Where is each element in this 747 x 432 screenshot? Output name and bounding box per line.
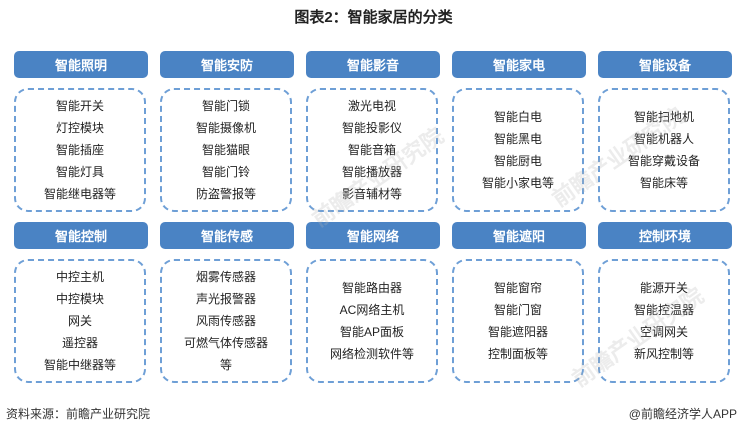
category-item: 空调网关 <box>639 325 688 339</box>
category-item: 烟雾传感器 <box>195 270 256 284</box>
category-item: 等 <box>219 358 232 372</box>
category-items-box: 能源开关智能控温器空调网关新风控制等 <box>598 259 730 383</box>
category-item: 中控模块 <box>55 292 104 306</box>
category-header: 智能影音 <box>306 51 440 78</box>
category-item: 网络检测软件等 <box>329 347 414 361</box>
category-item: AC网络主机 <box>339 303 405 317</box>
category-item: 智能黑电 <box>493 132 542 146</box>
category-7: 智能传感烟雾传感器声光报警器风雨传感器可燃气体传感器等 <box>160 222 294 383</box>
category-items-box: 智能开关灯控模块智能插座智能灯具智能继电器等 <box>14 88 146 212</box>
category-9: 智能遮阳智能窗帘智能门窗智能遮阳器控制面板等 <box>452 222 586 383</box>
category-item: 智能继电器等 <box>43 187 116 201</box>
category-item: 智能小家电等 <box>481 176 554 190</box>
category-item: 风雨传感器 <box>195 314 256 328</box>
source-note: 资料来源：前瞻产业研究院 <box>6 407 151 421</box>
category-4: 智能家电智能白电智能黑电智能厨电智能小家电等 <box>452 51 586 212</box>
category-item: 影音辅材等 <box>341 187 402 201</box>
category-item: 智能音箱 <box>347 143 396 157</box>
category-item: 智能控温器 <box>633 303 694 317</box>
category-item: 智能窗帘 <box>493 281 542 295</box>
category-items-box: 中控主机中控模块网关遥控器智能中继器等 <box>14 259 146 383</box>
category-5: 智能设备智能扫地机智能机器人智能穿戴设备智能床等 <box>598 51 732 212</box>
category-item: 防盗警报等 <box>195 187 256 201</box>
category-header: 智能控制 <box>14 222 148 249</box>
category-item: 新风控制等 <box>633 347 694 361</box>
category-item: 智能遮阳器 <box>487 325 548 339</box>
category-item: 智能门锁 <box>201 99 250 113</box>
category-item: 智能插座 <box>55 143 104 157</box>
category-item: 智能中继器等 <box>43 358 116 372</box>
category-item: 智能灯具 <box>55 165 104 179</box>
category-6: 智能控制中控主机中控模块网关遥控器智能中继器等 <box>14 222 148 383</box>
category-item: 智能床等 <box>639 176 688 190</box>
category-item: 智能播放器 <box>341 165 402 179</box>
category-header: 智能家电 <box>452 51 586 78</box>
brand-note: @前瞻经济学人APP <box>628 407 737 421</box>
category-item: 能源开关 <box>639 281 688 295</box>
category-items-box: 激光电视智能投影仪智能音箱智能播放器影音辅材等 <box>306 88 438 212</box>
diagram-title: 图表2：智能家居的分类 <box>294 9 453 26</box>
category-item: 智能扫地机 <box>633 110 694 124</box>
category-item: 智能穿戴设备 <box>627 154 700 168</box>
category-item: 智能投影仪 <box>341 121 402 135</box>
category-header: 智能设备 <box>598 51 732 78</box>
category-items-box: 智能路由器 AC网络主机智能AP面板网络检测软件等 <box>306 259 438 383</box>
category-header: 智能网络 <box>306 222 440 249</box>
category-items-box: 烟雾传感器声光报警器风雨传感器可燃气体传感器等 <box>160 259 292 383</box>
category-10: 控制环境能源开关智能控温器空调网关新风控制等 <box>598 222 732 383</box>
category-item: 中控主机 <box>55 270 104 284</box>
category-item: 智能白电 <box>493 110 542 124</box>
category-header: 智能安防 <box>160 51 294 78</box>
category-item: 智能摄像机 <box>195 121 256 135</box>
category-3: 智能影音激光电视智能投影仪智能音箱智能播放器影音辅材等 <box>306 51 440 212</box>
category-item: 智能门铃 <box>201 165 250 179</box>
category-header: 智能传感 <box>160 222 294 249</box>
category-item: 可燃气体传感器 <box>183 336 268 350</box>
category-item: 遥控器 <box>61 336 98 350</box>
category-item: 网关 <box>67 314 92 328</box>
category-item: 智能猫眼 <box>201 143 250 157</box>
category-items-box: 智能扫地机智能机器人智能穿戴设备智能床等 <box>598 88 730 212</box>
category-1: 智能照明智能开关灯控模块智能插座智能灯具智能继电器等 <box>14 51 148 212</box>
category-header: 智能照明 <box>14 51 148 78</box>
category-item: 智能开关 <box>55 99 104 113</box>
category-item: 智能路由器 <box>341 281 402 295</box>
category-item: 智能厨电 <box>493 154 542 168</box>
category-header: 控制环境 <box>598 222 732 249</box>
category-2: 智能安防智能门锁智能摄像机智能猫眼智能门铃防盗警报等 <box>160 51 294 212</box>
category-items-box: 智能窗帘智能门窗智能遮阳器控制面板等 <box>452 259 584 383</box>
category-item: 激光电视 <box>347 99 396 113</box>
category-item: 控制面板等 <box>487 347 548 361</box>
category-items-box: 智能门锁智能摄像机智能猫眼智能门铃防盗警报等 <box>160 88 292 212</box>
category-header: 智能遮阳 <box>452 222 586 249</box>
category-items-box: 智能白电智能黑电智能厨电智能小家电等 <box>452 88 584 212</box>
category-8: 智能网络智能路由器 AC网络主机智能AP面板网络检测软件等 <box>306 222 440 383</box>
category-item: 声光报警器 <box>195 292 256 306</box>
category-item: 灯控模块 <box>55 121 104 135</box>
category-item: 智能机器人 <box>633 132 694 146</box>
category-item: 智能AP面板 <box>339 325 404 339</box>
category-item: 智能门窗 <box>493 303 542 317</box>
